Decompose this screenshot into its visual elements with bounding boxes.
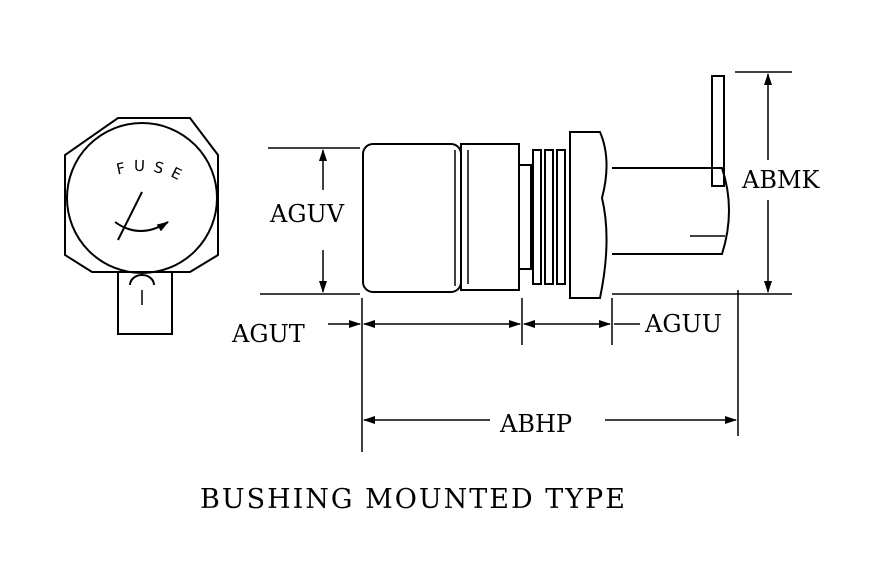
fuse-label: FUSE bbox=[115, 157, 192, 188]
cap-ring bbox=[460, 143, 520, 291]
lever bbox=[711, 75, 725, 187]
knurled-cap bbox=[362, 143, 462, 293]
label-abmk: ABMK bbox=[741, 166, 821, 194]
label-aguv: AGUV bbox=[269, 200, 345, 228]
panel-nut bbox=[569, 131, 608, 299]
hex-nut bbox=[64, 117, 219, 273]
front-view: FUSE bbox=[64, 117, 219, 335]
label-aguu: AGUU bbox=[644, 310, 722, 338]
terminal-tab bbox=[129, 274, 155, 286]
fuse-cap-circle bbox=[66, 122, 218, 274]
washer bbox=[556, 149, 566, 285]
dim-abhp: ABHP bbox=[363, 410, 737, 438]
rotation-arrow-icon bbox=[114, 221, 169, 232]
label-abhp: ABHP bbox=[499, 410, 572, 438]
terminal-stem bbox=[117, 271, 173, 335]
side-view bbox=[362, 75, 730, 299]
dim-abmk: ABMK bbox=[612, 71, 821, 295]
dim-agut-aguu: AGUT AGUU bbox=[231, 310, 722, 348]
caption: BUSHING MOUNTED TYPE bbox=[200, 484, 627, 515]
washer bbox=[532, 149, 542, 285]
pointer bbox=[117, 191, 143, 241]
bushing bbox=[612, 167, 730, 255]
washer bbox=[544, 149, 554, 285]
label-agut: AGUT bbox=[231, 320, 305, 348]
dim-aguv: AGUV bbox=[260, 147, 360, 295]
